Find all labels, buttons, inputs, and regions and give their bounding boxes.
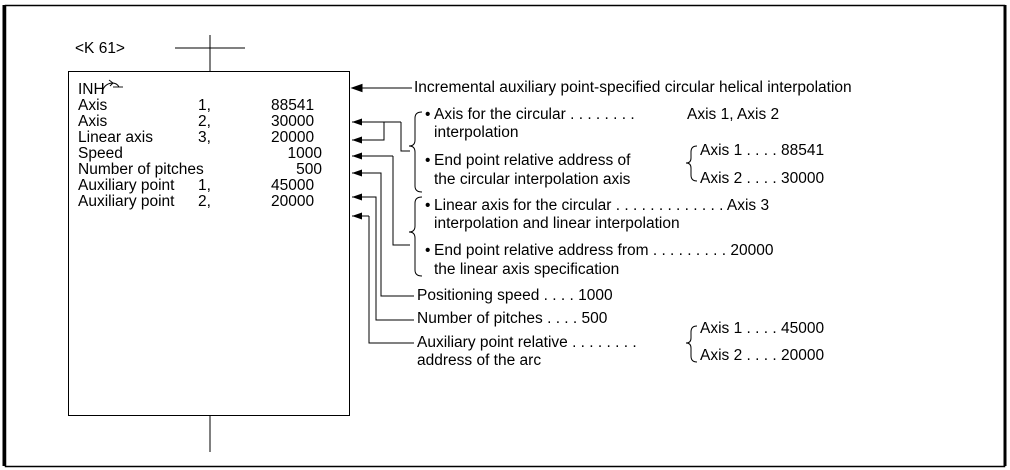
brace-endpoint — [685, 145, 698, 182]
param-value: 20000 — [271, 129, 315, 146]
param-value: 30000 — [271, 113, 315, 130]
param-num: 3, — [198, 129, 211, 146]
param-value: 45000 — [271, 177, 315, 194]
step-label: <K 61> — [75, 40, 125, 57]
annotation-aux-point-line2: address of the arc — [417, 352, 542, 369]
annotation-endpoint-axis2: Axis 2 . . . . 30000 — [700, 170, 825, 187]
instruction-code: INH — [78, 81, 105, 98]
arrow-pitches — [352, 196, 414, 321]
arrow-aux — [352, 215, 414, 344]
brace-linear — [408, 196, 423, 277]
annotation-aux-point: Auxiliary point relative . . . . . . . . — [417, 334, 637, 351]
arrowhead-aux — [352, 212, 362, 220]
annotation-circular-axis-value: Axis 1, Axis 2 — [687, 106, 780, 123]
bullet: • — [425, 242, 431, 259]
arrow-speed — [352, 172, 414, 297]
bullet: • — [425, 152, 431, 169]
annotation-endpoint-line2: the circular interpolation axis — [434, 171, 631, 188]
instruction-box — [68, 71, 350, 416]
annotation-linear-end-line2: the linear axis specification — [434, 261, 620, 278]
annotation-circular-axis: Axis for the circular . . . . . . . . — [434, 106, 635, 123]
annotation-endpoint: End point relative address of — [434, 152, 631, 169]
param-num: 2, — [198, 113, 211, 130]
param-value: 88541 — [271, 97, 315, 114]
arrowhead-speed — [352, 169, 362, 177]
brace-circular — [408, 111, 423, 193]
param-value: 1000 — [287, 145, 322, 162]
param-num: 1, — [198, 177, 211, 194]
bullet: • — [425, 106, 431, 123]
annotation-positioning-speed: Positioning speed . . . . 1000 — [417, 287, 613, 304]
param-num: 1, — [198, 97, 211, 114]
arrow-title — [350, 83, 412, 93]
annotation-linear-axis-line2: interpolation and linear interpolation — [434, 215, 680, 232]
param-name: Auxiliary point — [78, 177, 175, 194]
annotation-title: Incremental auxiliary point-specified ci… — [414, 79, 852, 96]
annotation-linear-end: End point relative address from . . . . … — [434, 242, 774, 259]
arrowhead-axis2 — [352, 136, 362, 144]
param-name: Auxiliary point — [78, 193, 175, 210]
helical-arc-icon — [101, 79, 123, 95]
arrowhead-pitches — [352, 193, 362, 201]
param-name: Number of pitches — [78, 161, 204, 178]
param-name: Axis — [78, 113, 108, 130]
param-value: 500 — [296, 161, 322, 178]
param-name: Linear axis — [78, 129, 153, 146]
annotation-endpoint-axis1: Axis 1 . . . . 88541 — [700, 142, 825, 159]
brace-aux — [685, 325, 698, 363]
bullet: • — [425, 197, 431, 214]
param-name: Axis — [78, 97, 108, 114]
annotation-number-of-pitches: Number of pitches . . . . 500 — [417, 310, 608, 327]
arrow-axes-circular — [352, 121, 410, 152]
param-num: 2, — [198, 193, 211, 210]
arrowhead-linear — [352, 152, 362, 160]
param-value: 20000 — [271, 193, 315, 210]
annotation-aux-axis2: Axis 2 . . . . 20000 — [700, 347, 825, 364]
arrowhead-axis1 — [352, 118, 362, 126]
annotation-circular-axis-line2: interpolation — [434, 124, 519, 141]
param-name: Speed — [78, 145, 123, 162]
annotation-aux-axis1: Axis 1 . . . . 45000 — [700, 320, 825, 337]
annotation-linear-axis: Linear axis for the circular . . . . . .… — [434, 197, 770, 214]
